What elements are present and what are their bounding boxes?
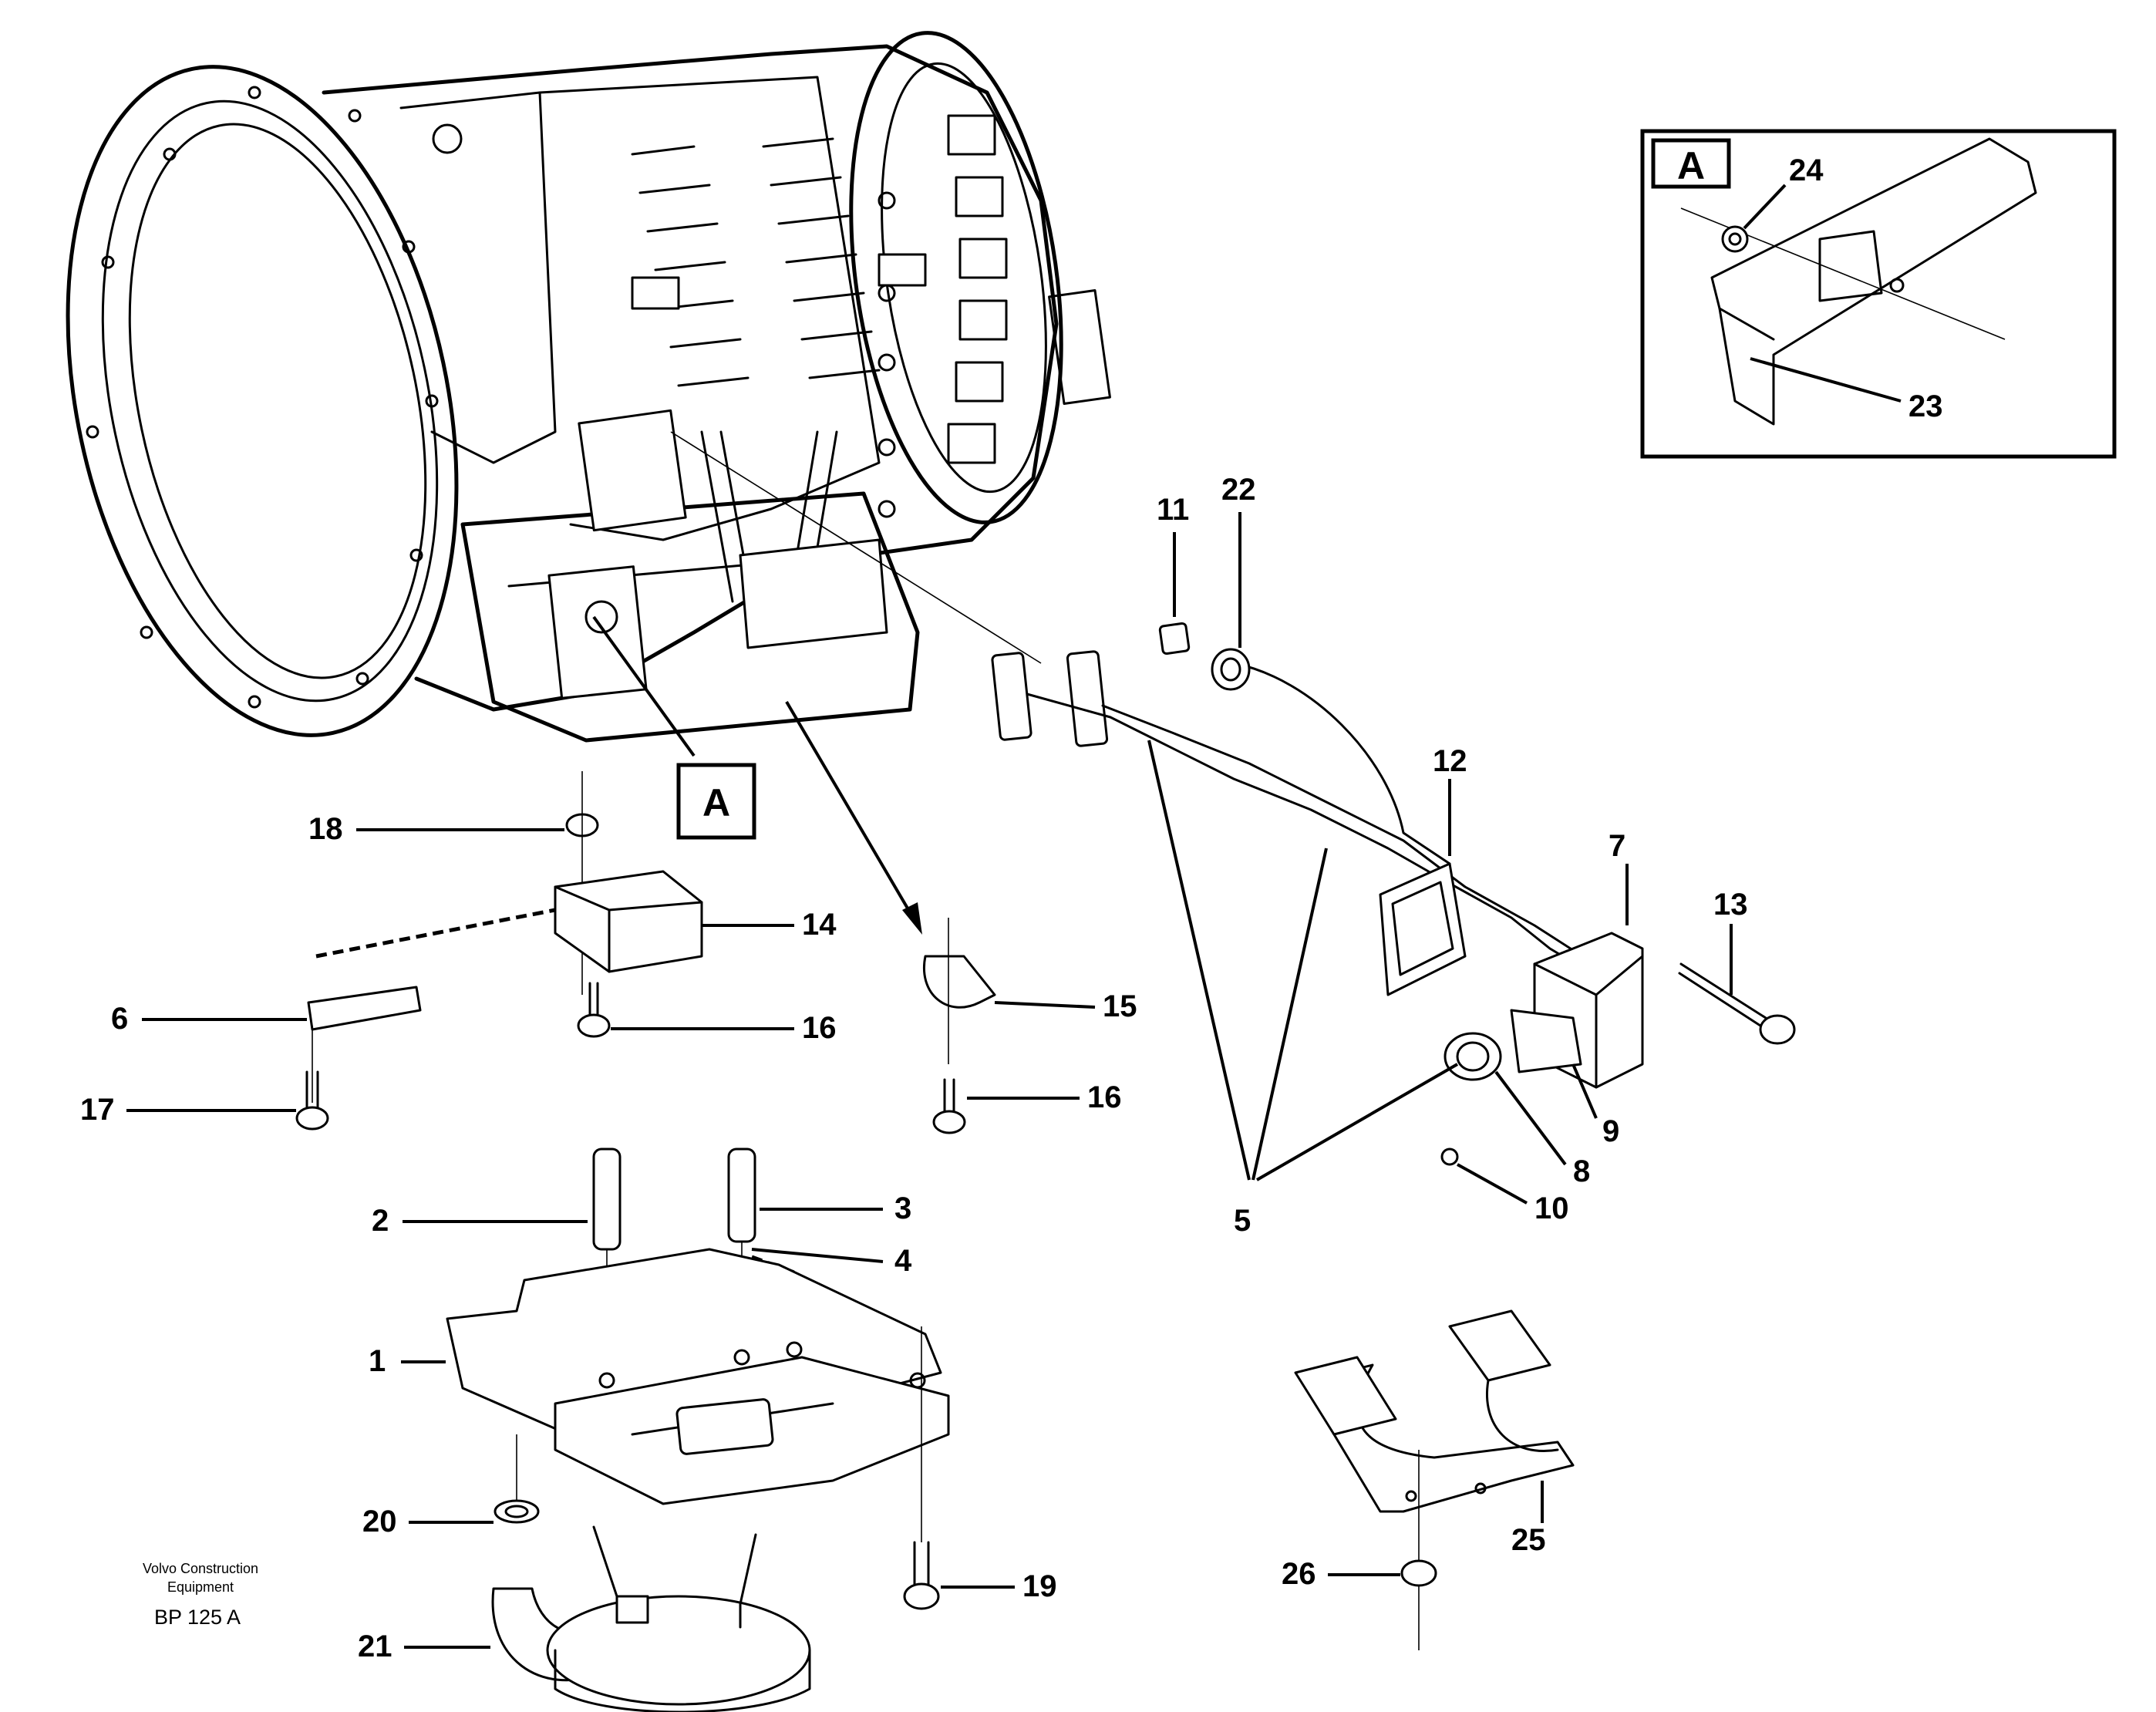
svg-text:A: A — [1677, 144, 1705, 187]
footer: Volvo Construction Equipment BP 125 A — [143, 1561, 258, 1629]
callout-17: 17 — [80, 1093, 115, 1127]
callout-6: 6 — [111, 1002, 128, 1036]
maker-line-2: Equipment — [167, 1579, 234, 1595]
callout-21: 21 — [358, 1629, 392, 1663]
callout-11: 11 — [1157, 493, 1189, 527]
detail-marker-a: A — [676, 763, 756, 840]
transmission-housing — [66, 31, 1111, 743]
callout-16a: 16 — [802, 1011, 837, 1045]
callout-labels: 1 2 3 4 5 6 7 8 9 10 11 12 13 — [80, 153, 1943, 1663]
callout-10: 10 — [1534, 1191, 1569, 1225]
figure-code: BP 125 A — [154, 1606, 241, 1629]
rear-fins — [947, 114, 1008, 464]
callout-22: 22 — [1221, 473, 1256, 507]
callout-26: 26 — [1282, 1557, 1316, 1591]
valve-body-assembly — [446, 1148, 950, 1712]
svg-text:A: A — [702, 781, 730, 824]
callout-16b: 16 — [1087, 1080, 1122, 1114]
callout-12: 12 — [1433, 744, 1467, 778]
callout-4: 4 — [894, 1244, 912, 1278]
callout-23: 23 — [1908, 389, 1943, 423]
callout-18: 18 — [308, 812, 343, 846]
callout-5: 5 — [1234, 1204, 1251, 1238]
callout-9: 9 — [1602, 1114, 1619, 1148]
callout-25: 25 — [1511, 1523, 1546, 1557]
wiring-harness — [991, 622, 1796, 1181]
callout-14: 14 — [802, 908, 837, 942]
flange-bolts — [86, 86, 439, 709]
bracket-assembly — [1294, 1309, 1575, 1650]
callout-13: 13 — [1713, 888, 1748, 922]
cover-and-fasteners — [295, 771, 996, 1134]
callout-15: 15 — [1103, 989, 1137, 1023]
callout-1: 1 — [369, 1344, 386, 1378]
callout-24: 24 — [1789, 153, 1824, 187]
housing-ribs — [631, 137, 881, 387]
callout-19: 19 — [1022, 1569, 1057, 1603]
detail-view-a: A — [1640, 129, 2117, 459]
callout-20: 20 — [362, 1505, 397, 1538]
callout-2: 2 — [372, 1204, 389, 1238]
callout-7: 7 — [1609, 829, 1625, 863]
callout-3: 3 — [894, 1191, 911, 1225]
callout-8: 8 — [1573, 1154, 1590, 1188]
maker-line-1: Volvo Construction — [143, 1561, 258, 1576]
